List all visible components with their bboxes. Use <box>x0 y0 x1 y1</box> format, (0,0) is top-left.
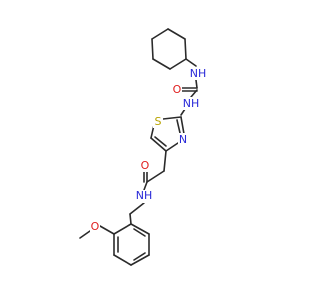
label-nh-urea-top: NH <box>190 67 207 80</box>
atom-labels: NH O NH S N O NH O <box>90 67 207 233</box>
bond-thiazole-ch2 <box>163 150 167 172</box>
bond-methoxy-methyl <box>79 230 91 239</box>
label-nh-amide: NH <box>136 189 153 202</box>
bond-ring-methoxy <box>99 225 115 235</box>
label-nh-urea-bottom: NH <box>183 97 200 110</box>
bond-nh-urea-carbon <box>195 79 198 89</box>
urea-carbonyl <box>179 87 198 92</box>
molecule-structure: NH O NH S N O NH O <box>79 28 207 266</box>
label-o-urea: O <box>173 83 182 96</box>
label-n-thiazole: N <box>179 133 187 146</box>
cyclohexane-ring <box>151 28 187 70</box>
label-o-methoxy: O <box>91 220 100 233</box>
bond-ch2-amide <box>146 170 165 183</box>
bond-urea-nh2 <box>190 89 198 98</box>
bond-nh-benzyl <box>129 202 145 215</box>
bond-benzyl-ring <box>129 213 132 225</box>
molecule-canvas: NH O NH S N O NH O <box>79 28 207 266</box>
benzene-ring <box>113 223 150 266</box>
label-o-amide: O <box>141 159 150 172</box>
bond-amide-nh <box>143 181 148 191</box>
bond-cyclohexyl-nh <box>185 58 197 67</box>
label-s-thiazole: S <box>155 115 162 128</box>
